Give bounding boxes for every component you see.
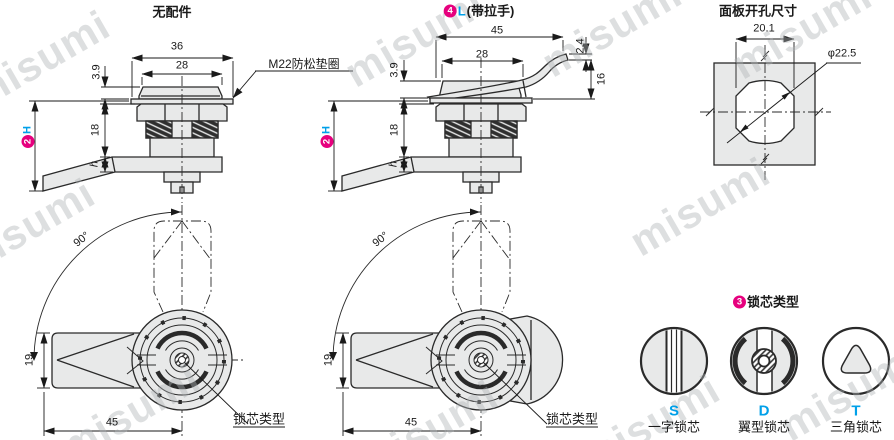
dim-total-letter: H (320, 126, 333, 134)
core-code-d: D (758, 402, 770, 420)
dim-body-height: 18 (388, 123, 401, 137)
dim-arm-width: 19 (23, 353, 36, 367)
figure-title: 面板开孔尺寸 (718, 3, 798, 19)
dim-handle-height: 16 (595, 72, 608, 86)
top-view-handle-art (329, 205, 564, 438)
dim-body-height: 18 (89, 123, 102, 137)
dim-total-letter: H (21, 126, 34, 134)
front-view-no-accessory-dims (29, 54, 353, 192)
dim-arm-length: 45 (105, 416, 119, 429)
dim-arm-offset: h (88, 160, 101, 168)
dim-cutout-width: 20.1 (753, 22, 775, 35)
circled-number-4: 4 (443, 4, 457, 18)
dim-total-height: 2 H (320, 126, 334, 148)
core-label-t: 三角锁芯 (829, 419, 883, 435)
top-view-handle-dims (336, 332, 548, 436)
front-view-handle-art (341, 53, 569, 203)
top-view-no-accessory-art (30, 205, 244, 438)
panel-cutout-dims (726, 35, 861, 144)
top-view-no-accessory-dims (37, 332, 249, 436)
core-label-s: 一字锁芯 (647, 419, 701, 435)
dim-handle-tip: 2.4 (574, 38, 587, 54)
dim-cap-width: 28 (475, 48, 489, 61)
front-view-no-accessory-art (42, 76, 234, 203)
legend-title: 3 锁芯类型 (732, 294, 800, 310)
circled-number-2: 2 (320, 134, 334, 148)
dim-outer-width: 36 (170, 40, 184, 53)
dim-cap-width: 28 (175, 59, 189, 72)
core-code-t: T (851, 402, 861, 420)
washer-callout: M22防松垫圈 (268, 57, 340, 71)
core-type-callout: 锁芯类型 (545, 411, 599, 428)
title-letter: L (457, 3, 466, 19)
dim-arm-width: 19 (322, 353, 335, 367)
circled-number-2: 2 (21, 134, 35, 148)
circled-number-3: 3 (732, 295, 746, 309)
dim-outer-width: 45 (490, 24, 504, 37)
dim-cap-height: 3.9 (388, 62, 401, 78)
core-type-icons-art (639, 326, 891, 396)
figure-title: 无配件 (152, 4, 192, 20)
dim-total-height: 2 H (21, 126, 35, 148)
legend-title-text: 锁芯类型 (746, 294, 800, 310)
front-view-handle-dims (328, 33, 595, 192)
core-label-d: 翼型锁芯 (737, 419, 791, 435)
dim-cutout-diameter: φ22.5 (827, 47, 857, 60)
dim-arm-length: 45 (404, 416, 418, 429)
figure-title: 4 L (带拉手) (443, 3, 515, 19)
dim-arm-offset: h (387, 160, 400, 168)
dim-cap-height: 3.9 (90, 64, 103, 80)
panel-cutout-art (700, 45, 831, 180)
core-type-callout: 锁芯类型 (232, 411, 286, 428)
title-suffix: (带拉手) (466, 3, 515, 19)
core-code-s: S (668, 402, 680, 420)
